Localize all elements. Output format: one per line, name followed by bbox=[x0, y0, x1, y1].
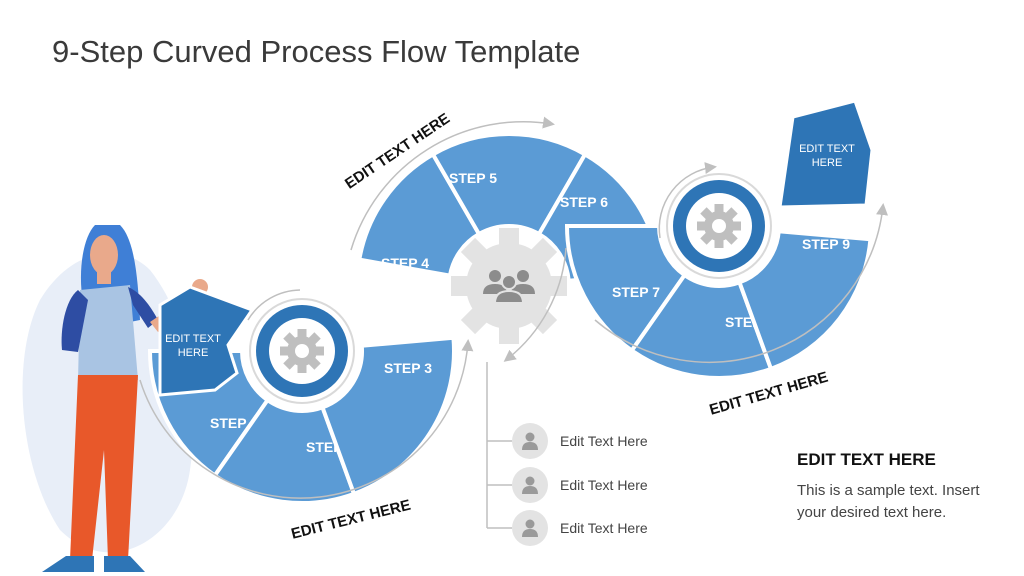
people-group-icon bbox=[483, 270, 535, 304]
gear-icon bbox=[697, 204, 741, 248]
step-label: STEP 7 bbox=[612, 284, 660, 300]
list-item-label: Edit Text Here bbox=[560, 520, 648, 536]
step-segment bbox=[736, 229, 873, 372]
list-connector bbox=[486, 362, 512, 529]
info-body: This is a sample text. Insert your desir… bbox=[797, 482, 980, 521]
start-box: EDIT TEXT HERE bbox=[158, 285, 255, 397]
list-item-label: Edit Text Here bbox=[560, 433, 648, 449]
step-label: STEP 3 bbox=[384, 360, 432, 376]
start-box-label-line1: EDIT TEXT bbox=[165, 333, 221, 345]
step-label: STEP 5 bbox=[449, 170, 497, 186]
end-box-label-line1: EDIT TEXT bbox=[799, 143, 855, 155]
step-segment bbox=[629, 272, 774, 380]
step-label: STEP 4 bbox=[381, 255, 429, 271]
gear-icon bbox=[280, 329, 324, 373]
end-box: EDIT TEXT HERE bbox=[778, 99, 874, 209]
right-hub bbox=[666, 173, 772, 279]
step-segment bbox=[430, 132, 588, 237]
info-box: EDIT TEXT HERE This is a sample text. In… bbox=[797, 450, 997, 524]
list-item-label: Edit Text Here bbox=[560, 477, 648, 493]
step-segment bbox=[212, 397, 357, 505]
step-segment bbox=[564, 224, 688, 354]
step-segment bbox=[319, 335, 456, 497]
step-label: STEP 9 bbox=[802, 236, 850, 252]
page-title: 9-Step Curved Process Flow Template bbox=[52, 34, 581, 69]
center-gear-hub bbox=[451, 228, 567, 344]
list-item: Edit Text Here bbox=[512, 510, 648, 546]
flow-arrows bbox=[139, 116, 888, 499]
end-box-label-line2: HERE bbox=[812, 157, 843, 169]
start-box-label-line2: HERE bbox=[178, 347, 209, 359]
step-label: STEP 1 bbox=[210, 415, 258, 431]
presenter-illustration bbox=[22, 225, 208, 572]
info-heading: EDIT TEXT HERE bbox=[797, 450, 936, 469]
list-item: Edit Text Here bbox=[512, 467, 648, 503]
step-label: STEP 6 bbox=[560, 194, 608, 210]
list-item: Edit Text Here bbox=[512, 423, 648, 459]
left-hub bbox=[249, 298, 355, 404]
